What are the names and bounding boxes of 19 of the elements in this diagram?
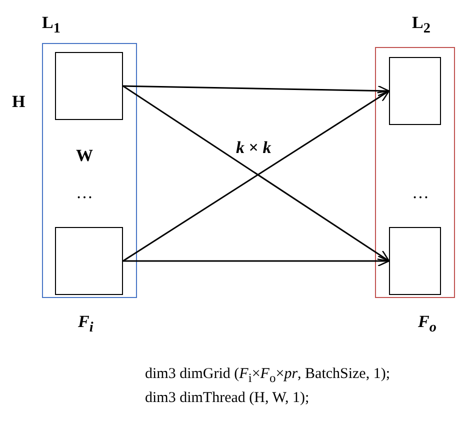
ellipsis: … — [412, 183, 429, 204]
feature-map-square — [55, 227, 123, 295]
kernel-size-label: k × k — [236, 138, 272, 158]
feature-count-label: F$_{o}$ — [418, 312, 436, 336]
layer-label: L$_{2}$ — [412, 13, 430, 38]
feature-count-label: F$_{i}$ — [78, 312, 94, 336]
arrow — [122, 85, 390, 96]
feature-map-square — [389, 227, 441, 295]
dimension-label: W — [76, 146, 93, 166]
feature-map-square — [389, 57, 441, 125]
ellipsis: … — [76, 183, 93, 204]
code-line: dim3 dimThread (H, W, 1); — [145, 389, 310, 407]
arrow — [123, 255, 390, 267]
layer-frame — [375, 47, 455, 298]
code-line: dim3 dimGrid (F$_{i}$×F$_{o}$×pr, BatchSize, 1); — [145, 365, 390, 386]
feature-map-square — [55, 52, 123, 120]
dimension-label: H — [12, 92, 26, 112]
layer-frame — [42, 43, 137, 298]
layer-label: L$_{1}$ — [42, 13, 60, 38]
